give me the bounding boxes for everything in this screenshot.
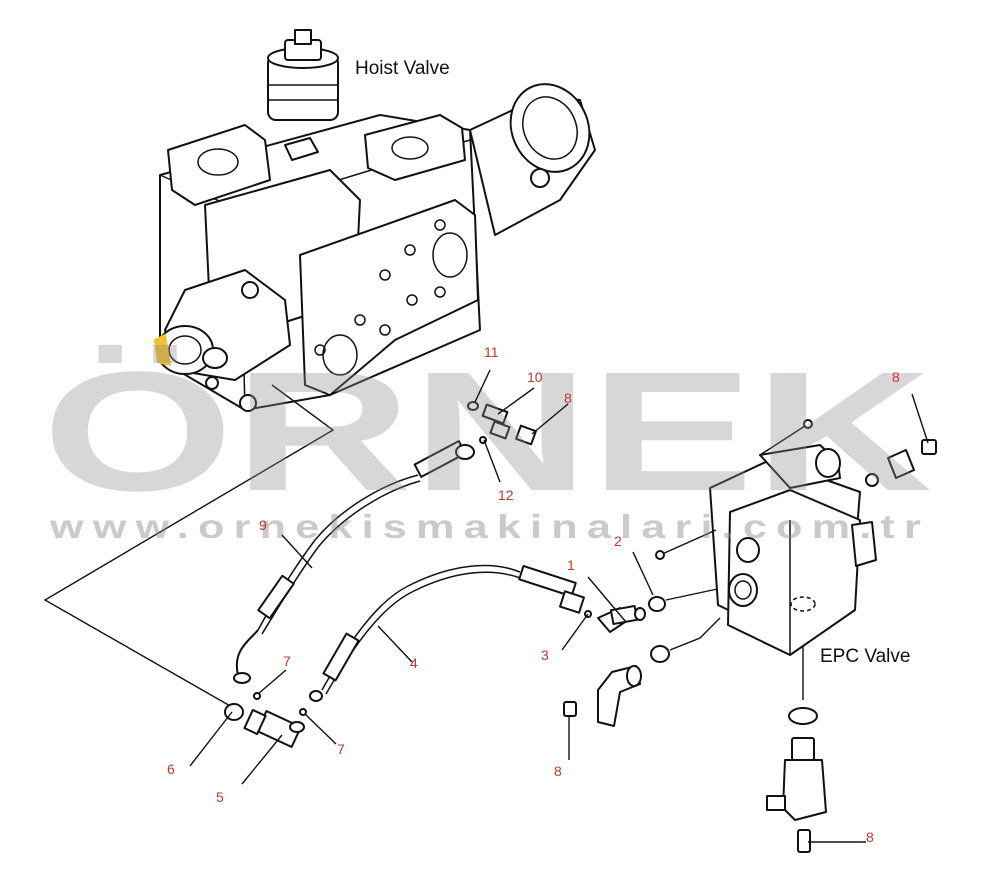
callouts: 1 2 3 4 5 6 7 7 8 8 8 8 9 10 11 12 bbox=[167, 344, 900, 845]
callout-7a: 7 bbox=[283, 653, 291, 669]
epc-valve-assembly bbox=[655, 419, 937, 656]
callout-5: 5 bbox=[216, 789, 224, 805]
callout-10: 10 bbox=[527, 369, 543, 385]
callout-4: 4 bbox=[410, 655, 418, 671]
o-ring-2a bbox=[648, 596, 666, 612]
callout-1: 1 bbox=[567, 557, 575, 573]
elbow-fitting-lower bbox=[563, 665, 642, 727]
hose-4 bbox=[309, 564, 585, 702]
callout-8d: 8 bbox=[866, 829, 874, 845]
fitting-5 bbox=[243, 708, 305, 748]
hoist-pipe-leader bbox=[43, 384, 335, 708]
callout-6: 6 bbox=[167, 761, 175, 777]
callout-2: 2 bbox=[614, 533, 622, 549]
callout-7b: 7 bbox=[337, 741, 345, 757]
callout-3: 3 bbox=[541, 647, 549, 663]
callout-9: 9 bbox=[259, 517, 267, 533]
callout-8b: 8 bbox=[892, 369, 900, 385]
callout-11: 11 bbox=[484, 344, 499, 360]
callout-8a: 8 bbox=[564, 390, 572, 406]
watermark: ÖRNEK www.ornekismakinalari.com.tr bbox=[42, 337, 932, 545]
o-ring-2b-leader bbox=[669, 617, 721, 651]
epc-valve-label: EPC Valve bbox=[820, 646, 910, 667]
hoist-valve-assembly bbox=[154, 29, 596, 412]
o-ring-7a bbox=[253, 692, 261, 700]
o-ring-2b bbox=[650, 645, 670, 663]
callout-8c: 8 bbox=[554, 763, 562, 779]
hoist-valve-label: Hoist Valve bbox=[355, 58, 450, 79]
watermark-url: www.ornekismakinalari.com.tr bbox=[49, 508, 930, 545]
watermark-brand: ÖRNEK bbox=[42, 337, 932, 527]
callout-leaders bbox=[189, 369, 929, 843]
hose-9 bbox=[233, 440, 475, 684]
callout-12: 12 bbox=[498, 487, 514, 503]
o-ring-7b bbox=[299, 708, 307, 716]
epc-sensor bbox=[766, 646, 827, 853]
o-ring-2a-leader bbox=[665, 587, 723, 601]
elbow-fitting-1 bbox=[597, 605, 646, 633]
